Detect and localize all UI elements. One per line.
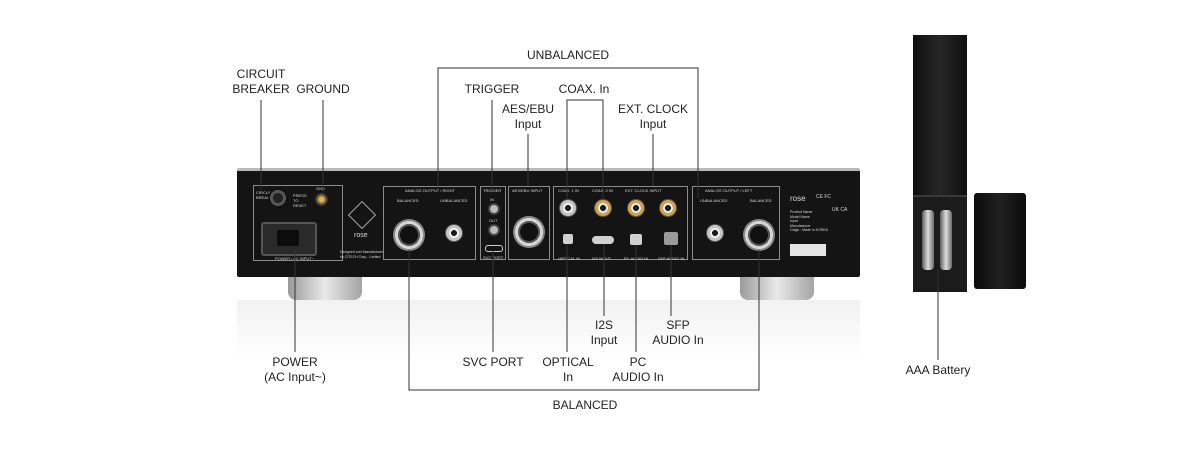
pc-audio-usb-b-port[interactable] (630, 234, 642, 245)
ext-clock-input-label: EXT. CLOCK Input (617, 102, 689, 131)
coax2-panel-label: COAX. 2 IN (592, 188, 613, 193)
press-to-reset-label: PRESS TO RESET (293, 193, 307, 208)
aes-ebu-panel-label: AES/EBU INPUT (512, 188, 543, 193)
rca-unbalanced-right-output[interactable] (445, 224, 463, 242)
sfp-audio-port[interactable] (664, 232, 678, 245)
trigger-out-jack[interactable] (488, 224, 500, 236)
coax1-panel-label: COAX. 1 IN (558, 188, 579, 193)
device-foot-left (288, 274, 362, 300)
trigger-in-label: IN (490, 197, 494, 202)
trigger-in-jack[interactable] (488, 203, 500, 215)
unbalanced-right-label: UNBALANCED (440, 198, 468, 203)
device-reflection (237, 300, 860, 360)
product-label-brand: rose (790, 194, 806, 203)
certification-marks: CE FC (816, 194, 831, 200)
balanced-right-label: BALANCED (397, 198, 419, 203)
aaa-battery-2 (940, 210, 952, 270)
sfp-audio-in-label: SFP AUDIO In (652, 318, 704, 347)
ext-clock-input-1[interactable] (627, 199, 645, 217)
designed-by-text: Designed and Manufactured by CITECH Corp… (340, 250, 384, 259)
coax-in-label: COAX. In (558, 82, 610, 96)
analog-output-right-section (383, 186, 476, 260)
circuit-breaker-label: CIRCUIT BREAKER (232, 67, 290, 96)
power-label: POWER (AC Input~) (264, 355, 326, 384)
xlr-balanced-left-output[interactable] (743, 219, 775, 251)
i2s-input-label: I2S Input (590, 318, 618, 347)
trigger-panel-label: TRIGGER (483, 188, 502, 193)
trigger-out-label: OUT (489, 218, 498, 223)
analog-output-left-label: ANALOG OUTPUT / LEFT (705, 188, 753, 193)
product-info-text: Product Name Model Name Input Manufactur… (790, 210, 828, 232)
svc-usb-port[interactable] (485, 245, 503, 252)
aaa-battery-1 (922, 210, 934, 270)
serial-sticker (790, 244, 826, 256)
ext-clock-panel-label: EXT. CLOCK INPUT (625, 188, 662, 193)
unbalanced-label: UNBALANCED (526, 48, 610, 62)
balanced-left-label: BALANCED (750, 198, 772, 203)
trigger-label: TRIGGER (464, 82, 520, 96)
balanced-label: BALANCED (552, 398, 618, 412)
gnd-label: GND (316, 186, 325, 191)
analog-output-left-section (692, 186, 780, 260)
rca-unbalanced-left-output[interactable] (706, 224, 724, 242)
ukca-mark: UK CA (832, 207, 848, 213)
ext-clock-input-2[interactable] (659, 199, 677, 217)
battery-cover (974, 193, 1026, 289)
aes-ebu-input-label: AES/EBU Input (501, 102, 555, 131)
analog-output-right-label: ANALOG OUTPUT / RIGHT (405, 188, 455, 193)
optical-panel-label: OPTICAL IN (558, 256, 581, 261)
ac-power-socket[interactable] (261, 222, 317, 256)
optical-input-port[interactable] (563, 234, 573, 244)
digital-input-section (553, 186, 688, 260)
i2s-panel-label: I2S INPUT (592, 256, 612, 261)
aaa-battery-label: AAA Battery (905, 363, 971, 377)
power-section (253, 185, 343, 261)
coax1-input-jack[interactable] (559, 199, 577, 217)
panel-brand: rose (354, 232, 368, 239)
coax2-input-jack[interactable] (594, 199, 612, 217)
optical-in-label: OPTICAL In (542, 355, 594, 384)
device-foot-right (740, 274, 814, 300)
aes-ebu-section (508, 186, 550, 260)
circuit-breaker-button[interactable] (268, 188, 288, 208)
svc-port-label: SVC PORT (462, 355, 524, 369)
xlr-balanced-right-output[interactable] (393, 219, 425, 251)
ground-terminal[interactable] (315, 193, 328, 206)
unbalanced-left-label: UNBALANCED (700, 198, 728, 203)
ground-label: GROUND (296, 82, 350, 96)
aes-ebu-xlr-input[interactable] (513, 216, 545, 248)
i2s-hdmi-input-port[interactable] (592, 236, 614, 244)
pc-audio-in-label: PC AUDIO In (612, 355, 664, 384)
